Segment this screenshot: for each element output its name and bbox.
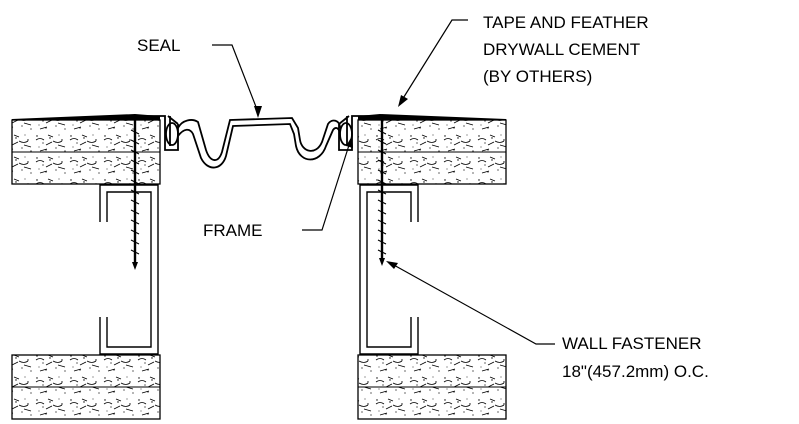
left-wall-fastener: [128, 115, 142, 270]
left-wall: [11, 119, 161, 420]
left-tape-feather-strip: [12, 114, 160, 120]
fastener-label-line1: WALL FASTENER: [562, 334, 702, 353]
seal-label: SEAL: [137, 36, 180, 55]
frame-label: FRAME: [203, 221, 263, 240]
tape-label-line2: DRYWALL CEMENT: [483, 40, 640, 59]
tape-label-line1: TAPE AND FEATHER: [483, 13, 649, 32]
leader-lines: [212, 19, 555, 345]
tape-label-line3: (BY OTHERS): [483, 67, 592, 86]
right-tape-feather-strip: [358, 114, 506, 120]
right-wall-fastener: [375, 115, 389, 266]
right-wall: [357, 119, 507, 420]
right-frame: [338, 115, 382, 151]
left-steel-stud: [99, 184, 159, 355]
left-frame: [135, 115, 179, 151]
right-steel-stud: [359, 184, 419, 355]
fastener-label-line2: 18"(457.2mm) O.C.: [562, 362, 709, 381]
seal: [177, 117, 341, 161]
